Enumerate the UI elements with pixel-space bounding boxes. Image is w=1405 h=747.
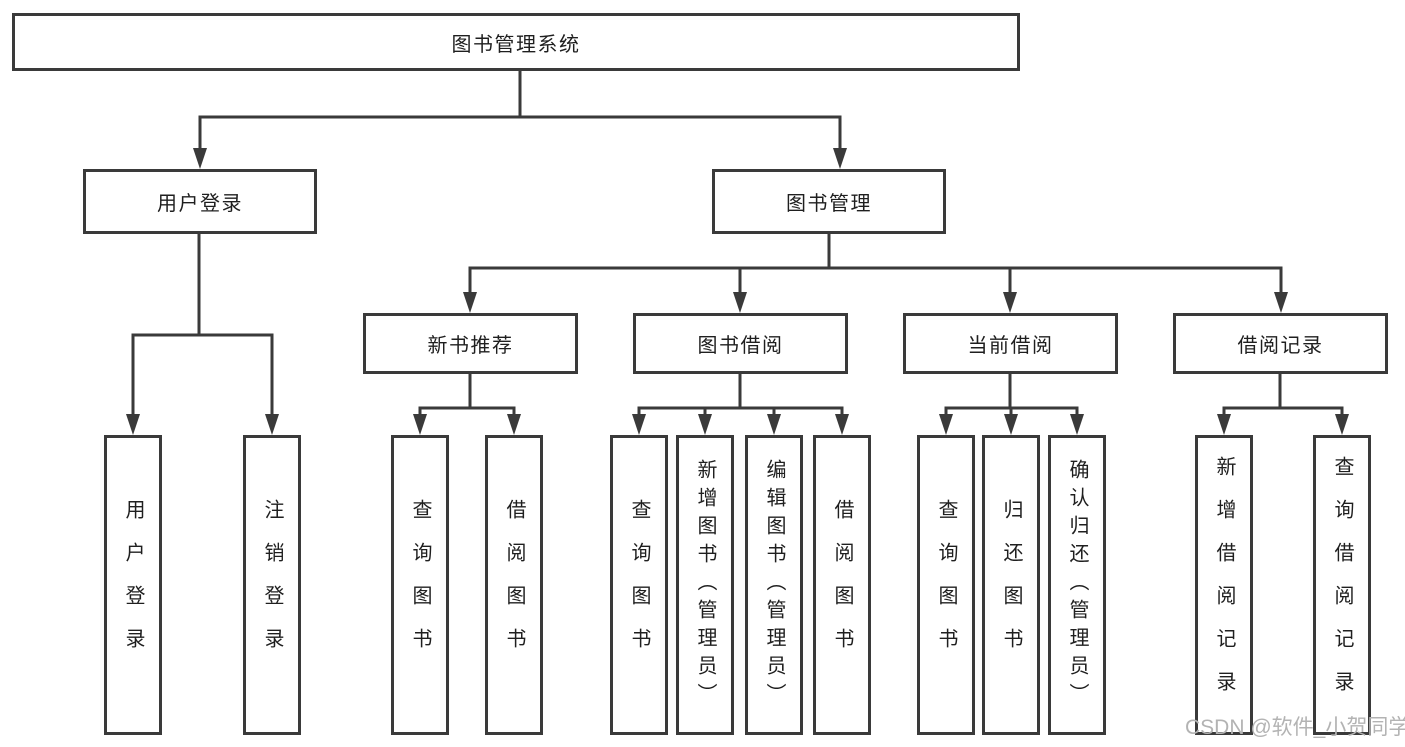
connector-root-to-level2 [193, 70, 847, 169]
node-book-management: 图书管理 [712, 169, 946, 234]
node-borrow-records: 借阅记录 [1173, 313, 1388, 374]
leaf-query-books-current-label: 查询图书 [935, 499, 957, 671]
leaf-confirm-return-admin-label: 确认归还（管理员） [1066, 459, 1088, 711]
connector-borrow-records-branch [1217, 374, 1349, 435]
leaf-add-book-admin-label: 新增图书（管理员） [694, 459, 716, 711]
leaf-query-books-current: 查询图书 [917, 435, 975, 735]
leaf-borrow-books-recommend: 借阅图书 [485, 435, 543, 735]
leaf-query-books-borrow-label: 查询图书 [628, 499, 650, 671]
node-current-borrow: 当前借阅 [903, 313, 1118, 374]
leaf-query-books-borrow: 查询图书 [610, 435, 668, 735]
node-user-login: 用户登录 [83, 169, 317, 234]
connector-book-management-branch [463, 234, 1288, 313]
leaf-add-book-admin: 新增图书（管理员） [676, 435, 734, 735]
connector-current-borrow-branch [939, 374, 1084, 435]
leaf-query-borrow-record: 查询借阅记录 [1313, 435, 1371, 735]
node-library-management-system: 图书管理系统 [12, 13, 1020, 71]
leaf-borrow-books-label: 借阅图书 [831, 499, 853, 671]
leaf-user-login: 用户登录 [104, 435, 162, 735]
leaf-add-borrow-record-label: 新增借阅记录 [1213, 456, 1235, 714]
connector-new-book-branch [413, 374, 521, 435]
watermark: CSDN @软件_小贺同学 [1185, 716, 1405, 739]
leaf-add-borrow-record: 新增借阅记录 [1195, 435, 1253, 735]
leaf-edit-book-admin: 编辑图书（管理员） [745, 435, 803, 735]
connector-book-borrow-branch [632, 374, 849, 435]
leaf-return-book-label: 归还图书 [1000, 499, 1022, 671]
leaf-query-books-recommend: 查询图书 [391, 435, 449, 735]
leaf-query-books-recommend-label: 查询图书 [409, 499, 431, 671]
leaf-logout: 注销登录 [243, 435, 301, 735]
leaf-confirm-return-admin: 确认归还（管理员） [1048, 435, 1106, 735]
connector-user-login-branch [126, 234, 279, 435]
node-book-borrow: 图书借阅 [633, 313, 848, 374]
leaf-edit-book-admin-label: 编辑图书（管理员） [763, 459, 785, 711]
node-new-book-recommend: 新书推荐 [363, 313, 578, 374]
leaf-borrow-books: 借阅图书 [813, 435, 871, 735]
leaf-user-login-label: 用户登录 [122, 499, 144, 671]
leaf-logout-label: 注销登录 [261, 499, 283, 671]
leaf-borrow-books-recommend-label: 借阅图书 [503, 499, 525, 671]
leaf-return-book: 归还图书 [982, 435, 1040, 735]
leaf-query-borrow-record-label: 查询借阅记录 [1331, 456, 1353, 714]
